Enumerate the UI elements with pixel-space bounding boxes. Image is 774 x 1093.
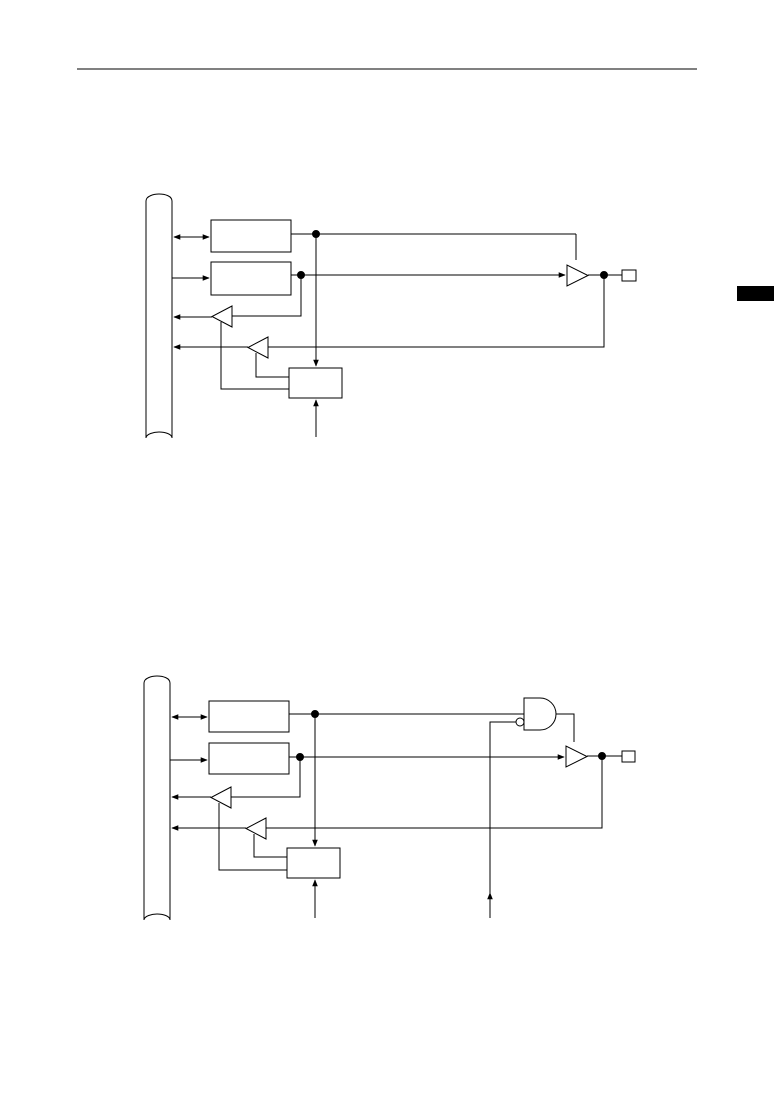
input-buffer-2 [244,817,267,840]
input-buffer-1 [210,305,233,328]
control-to-input-buffer-1-line [220,322,289,390]
register-b-readback-line [232,275,302,317]
internal-bus [145,193,173,439]
figure-port-circuit-1 [145,193,637,439]
side-tab-marker [737,286,774,301]
register-b [210,261,292,296]
output-buffer [566,264,590,287]
register-b-readback-line [231,757,301,798]
output-buffer [565,745,589,768]
control-block [288,367,343,399]
pin-feedback-line [268,275,605,348]
control-to-input-buffer-1-line [218,803,287,871]
nand-gate [523,697,557,731]
register-a [208,700,290,733]
output-pin [621,269,637,282]
enable-signal-line [489,721,516,918]
input-buffer-2 [246,336,269,359]
nand-to-buffer-control-line [556,713,575,742]
register-a [210,219,292,253]
input-buffer-1 [209,786,232,809]
register-b [208,742,290,775]
pin-feedback-line [266,756,603,829]
internal-bus [143,675,171,921]
figure-port-circuit-2 [143,675,636,921]
output-pin [621,750,636,763]
control-to-input-buffer-2-line [255,353,289,378]
control-to-input-buffer-2-line [253,834,287,858]
control-block [286,847,341,879]
nand-inverted-input-bubble [515,717,525,727]
